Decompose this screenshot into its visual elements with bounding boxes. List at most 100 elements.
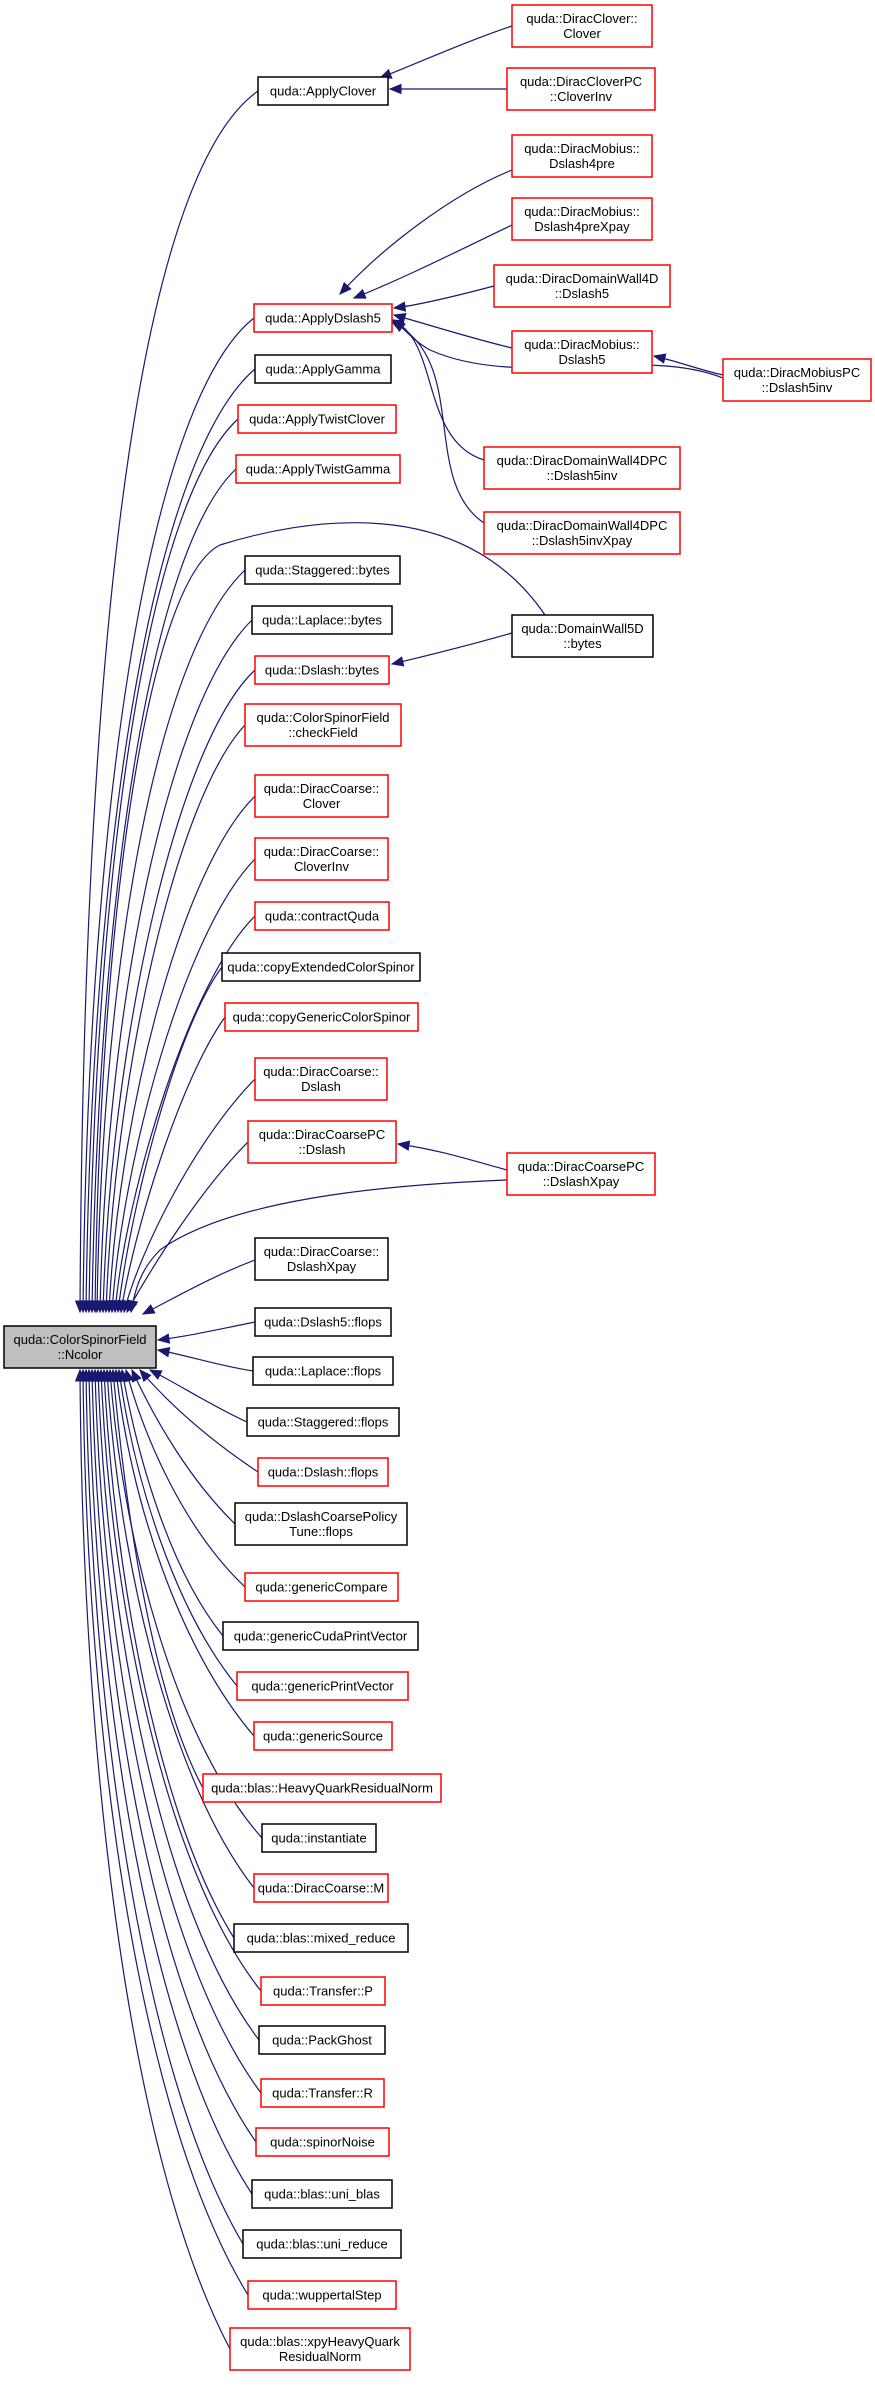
node-label-line: quda::ColorSpinorField [257,710,390,725]
edge-line [91,468,237,1313]
node-coarseDslashXpay[interactable]: quda::DiracCoarse::DslashXpay [254,1237,389,1281]
node-box [3,1325,157,1369]
node-label-line: quda::ApplyDslash5 [265,311,381,326]
node-applyGamma[interactable]: quda::ApplyGamma [254,354,392,384]
node-dw4dDslash5[interactable]: quda::DiracDomainWall4D::Dslash5 [493,264,671,308]
edge-line [121,1369,224,1637]
edge-arrowhead [148,1369,163,1380]
node-label-line: quda::copyExtendedColorSpinor [227,960,415,975]
node-uniReduce[interactable]: quda::blas::uni_reduce [242,2229,402,2259]
node-contractQuda[interactable]: quda::contractQuda [254,901,390,931]
node-box [255,2127,390,2157]
node-checkField[interactable]: quda::ColorSpinorField::checkField [244,703,402,747]
edge-line [85,1369,244,2245]
edge-dw4dDslash5-to-applyDslash5 [392,285,495,312]
edge-line [103,1369,235,1939]
node-coarsePCDslash[interactable]: quda::DiracCoarsePC::Dslash [247,1120,397,1164]
node-box [254,1307,392,1337]
node-label-line: quda::DiracDomainWall4D [506,271,659,286]
node-mobiusDslash4preXpay[interactable]: quda::DiracMobius::Dslash4preXpay [511,197,653,241]
node-label-line: quda::contractQuda [265,909,380,924]
node-coarseCloverInv[interactable]: quda::DiracCoarse::CloverInv [254,837,389,881]
node-wuppertalStep[interactable]: quda::wuppertalStep [247,2280,397,2310]
node-heavyQuarkResidualNorm[interactable]: quda::blas::HeavyQuarkResidualNorm [202,1773,442,1803]
edge-line [102,669,256,1313]
node-mobiusDslash5[interactable]: quda::DiracMobius::Dslash5 [511,330,653,374]
edge-arrowhead [388,83,402,95]
node-label-line: quda::blas::xpyHeavyQuark [240,2334,400,2349]
node-label-line: quda::DiracMobius:: [524,337,640,352]
node-coarseDslash[interactable]: quda::DiracCoarse::Dslash [254,1057,388,1101]
edge-line [105,724,246,1313]
node-mobiusPCDslash5inv[interactable]: quda::DiracMobiusPC::Dslash5inv [722,358,872,402]
node-label-line: quda::blas::uni_reduce [256,2237,388,2252]
edge-line [115,1369,255,1737]
edge-line [393,314,513,349]
node-dw4dpcDslash5inv[interactable]: quda::DiracDomainWall4DPC::Dslash5inv [483,446,681,490]
edge-dw4dpcDslash5invXpay-to-applyDslash5 [390,321,485,524]
node-applyDslash5[interactable]: quda::ApplyDslash5 [253,303,393,333]
node-uniBlas[interactable]: quda::blas::uni_blas [251,2179,393,2209]
node-mobiusDslash4pre[interactable]: quda::DiracMobius::Dslash4pre [511,134,653,178]
node-coarseM[interactable]: quda::DiracCoarse::M [253,1873,389,1903]
edge-arrowhead [352,288,367,299]
node-laplaceFlops[interactable]: quda::Laplace::flops [252,1356,394,1386]
node-copyExtended[interactable]: quda::copyExtendedColorSpinor [221,952,421,982]
node-label-line: quda::blas::uni_blas [264,2187,380,2202]
edge-coarsePCDslashXpay-to-root [127,1179,508,1314]
node-genericCompare[interactable]: quda::genericCompare [244,1572,399,1602]
node-coarseClover[interactable]: quda::DiracCoarse::Clover [254,774,389,818]
node-dw4dpcDslash5invXpay[interactable]: quda::DiracDomainWall4DPC::Dslash5invXpa… [483,511,681,555]
node-box [254,354,392,384]
node-staggeredFlops[interactable]: quda::Staggered::flops [246,1407,400,1437]
edge-dslashFlops-to-root [139,1369,259,1473]
edge-arrowhead [139,1369,152,1383]
node-label-line: quda::ApplyGamma [266,362,382,377]
node-box [247,2280,397,2310]
node-laplaceBytes[interactable]: quda::Laplace::bytes [251,605,393,635]
node-box [254,774,389,818]
node-box [233,1923,409,1953]
node-label-line: quda::genericCompare [255,1580,387,1595]
node-dslashFlops[interactable]: quda::Dslash::flops [257,1457,389,1487]
node-box [506,1152,656,1196]
node-transferP[interactable]: quda::Transfer::P [260,1976,386,2006]
node-box [257,76,389,106]
node-genericPrintVector[interactable]: quda::genericPrintVector [236,1671,409,1701]
edge-arrowhead [339,281,352,295]
edge-arrowhead [392,301,407,312]
node-box [235,454,401,484]
edge-line [94,522,546,1313]
node-domainWall5DBytes[interactable]: quda::DomainWall5D::bytes [511,614,654,658]
node-label-line: quda::Staggered::flops [258,1415,389,1430]
node-dslashBytes[interactable]: quda::Dslash::bytes [254,655,390,685]
edge-line [94,1369,262,2094]
node-label-line: quda::Dslash::flops [268,1465,379,1480]
node-genericCudaPrintVector[interactable]: quda::genericCudaPrintVector [222,1621,419,1651]
node-staggeredBytes[interactable]: quda::Staggered::bytes [244,555,401,585]
node-applyTwistClover[interactable]: quda::ApplyTwistClover [237,404,397,434]
edge-line [112,1369,204,1789]
edge-coarseDslashXpay-to-root [141,1259,256,1315]
node-applyClover[interactable]: quda::ApplyClover [257,76,389,106]
node-box [246,1407,400,1437]
node-packGhost[interactable]: quda::PackGhost [258,2025,386,2055]
node-mixedReduce[interactable]: quda::blas::mixed_reduce [233,1923,409,1953]
edge-line [397,1143,508,1171]
node-diracCloverPCInv[interactable]: quda::DiracCloverPC::CloverInv [506,67,656,111]
node-coarsePCDslashXpay[interactable]: quda::DiracCoarsePC::DslashXpay [506,1152,656,1196]
node-diracCloverClover[interactable]: quda::DiracClover::Clover [511,4,653,48]
node-box [511,4,653,48]
node-box [511,330,653,374]
node-copyGeneric[interactable]: quda::copyGenericColorSpinor [224,1002,419,1032]
edge-line [120,1016,226,1313]
node-dslash5Flops[interactable]: quda::Dslash5::flops [254,1307,392,1337]
node-transferR[interactable]: quda::Transfer::R [260,2078,385,2108]
node-genericSource[interactable]: quda::genericSource [253,1721,393,1751]
node-spinorNoise[interactable]: quda::spinorNoise [255,2127,390,2157]
node-instantiate[interactable]: quda::instantiate [261,1823,377,1853]
node-applyTwistGamma[interactable]: quda::ApplyTwistGamma [235,454,401,484]
